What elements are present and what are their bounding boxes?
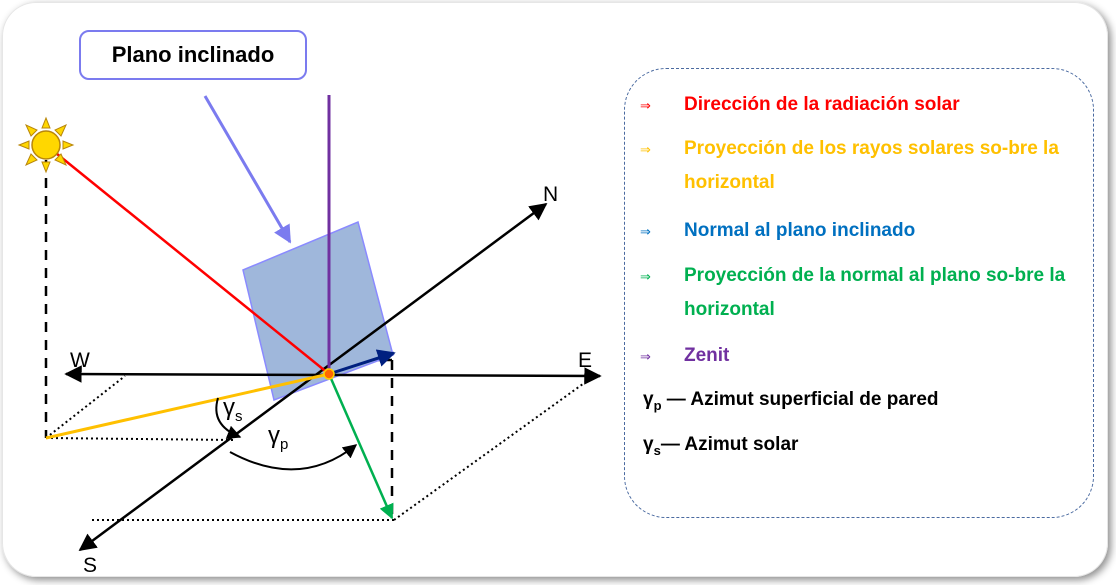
axis-label-east: E (578, 349, 593, 372)
legend-item-normal: ⇒Normal al plano inclinado (640, 214, 1069, 249)
solar-projection-line (45, 372, 330, 440)
legend-definition-gamma-p: γp — Azimut superficial de pared (643, 389, 939, 413)
axis-label-south: S (83, 554, 98, 577)
legend-item-solar-projection: ⇒Proyección de los rayos solares so-bre … (640, 132, 1069, 200)
axis-label-west: W (70, 349, 90, 372)
legend-arrow-icon: ⇒ (640, 98, 651, 113)
solar-ray-line (45, 144, 330, 375)
callout-pointer (203, 95, 292, 244)
normal-arrow (328, 349, 396, 376)
axis-label-north: N (543, 183, 559, 206)
sun-icon (17, 116, 75, 174)
legend-item-zenith: ⇒Zenit (640, 339, 1069, 374)
legend-arrow-icon: ⇒ (640, 224, 651, 239)
origin-point (323, 368, 335, 380)
legend-arrow-icon: ⇒ (640, 142, 651, 157)
ground-projection-dotted-lines (45, 375, 595, 521)
angle-label-gamma-p: γp (268, 422, 289, 453)
legend-box (624, 68, 1094, 518)
gamma-p-arc (229, 444, 358, 471)
legend-arrow-icon: ⇒ (640, 349, 651, 364)
legend-item-solar-ray: ⇒Dirección de la radiación solar (640, 88, 1069, 123)
legend-item-normal-projection: ⇒Proyección de la normal al plano so-bre… (640, 259, 1069, 327)
legend-arrow-icon: ⇒ (640, 269, 651, 284)
normal-projection-arrow (327, 373, 394, 520)
gamma-s-arc (215, 397, 242, 439)
legend-definition-gamma-s: γs— Azimut solar (643, 434, 799, 458)
angle-label-gamma-s: γs (223, 394, 243, 425)
callout-label-inclined-plane: Plano inclinado (79, 30, 307, 80)
